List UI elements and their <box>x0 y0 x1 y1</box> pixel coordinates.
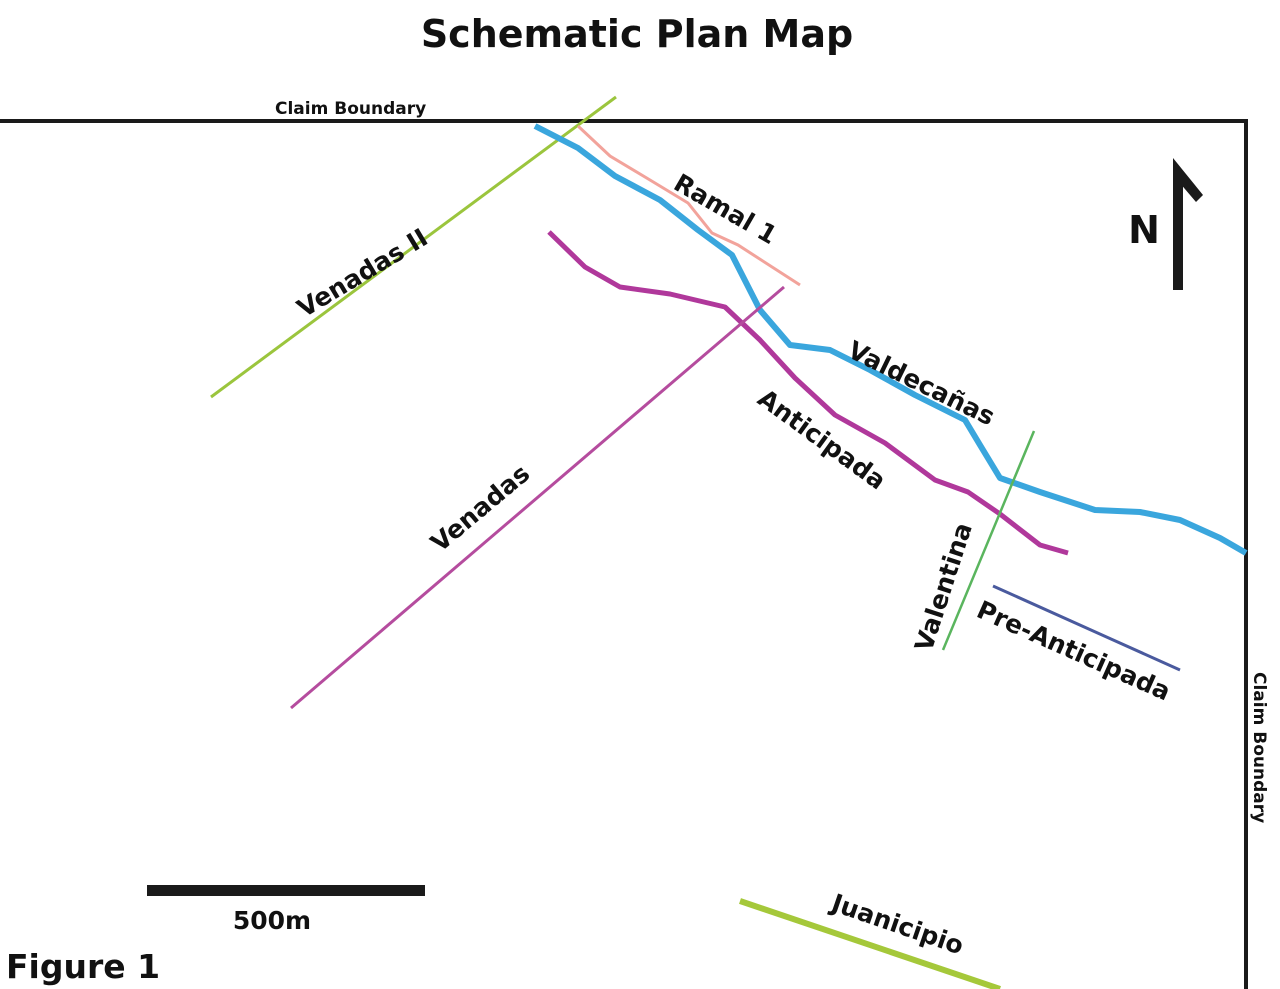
vein-label-valdecanas: Valdecañas <box>843 335 999 431</box>
vein-label-juanicipio: Juanicipio <box>826 888 967 961</box>
vein-pre-anticipada <box>992 584 1181 672</box>
vein-ramal-1 <box>576 124 801 287</box>
vein-venadas-ii <box>210 95 617 399</box>
claim-boundary-top-label: Claim Boundary <box>275 99 426 119</box>
vein-label-venadas-ii: Venadas II <box>292 223 433 323</box>
vein-label-venadas: Venadas <box>425 459 535 558</box>
figure-label: Figure 1 <box>6 947 160 986</box>
map-title: Schematic Plan Map <box>421 12 853 56</box>
vein-anticipada <box>547 230 1069 556</box>
claim-boundary-right-label: Claim Boundary <box>1249 672 1269 823</box>
vein-venadas <box>290 285 785 710</box>
north-arrow-icon <box>1173 158 1203 290</box>
claim-boundary-line <box>0 119 1248 989</box>
scale-bar <box>147 885 425 896</box>
north-label: N <box>1128 208 1160 252</box>
vein-juanicipio <box>739 898 1001 989</box>
scale-bar-label: 500m <box>233 906 311 935</box>
vein-valentina <box>941 430 1036 651</box>
vein-valdecanas <box>533 123 1248 556</box>
vein-label-valentina: Valentina <box>909 519 978 655</box>
vein-label-pre-anticipada: Pre-Anticipada <box>973 595 1175 706</box>
